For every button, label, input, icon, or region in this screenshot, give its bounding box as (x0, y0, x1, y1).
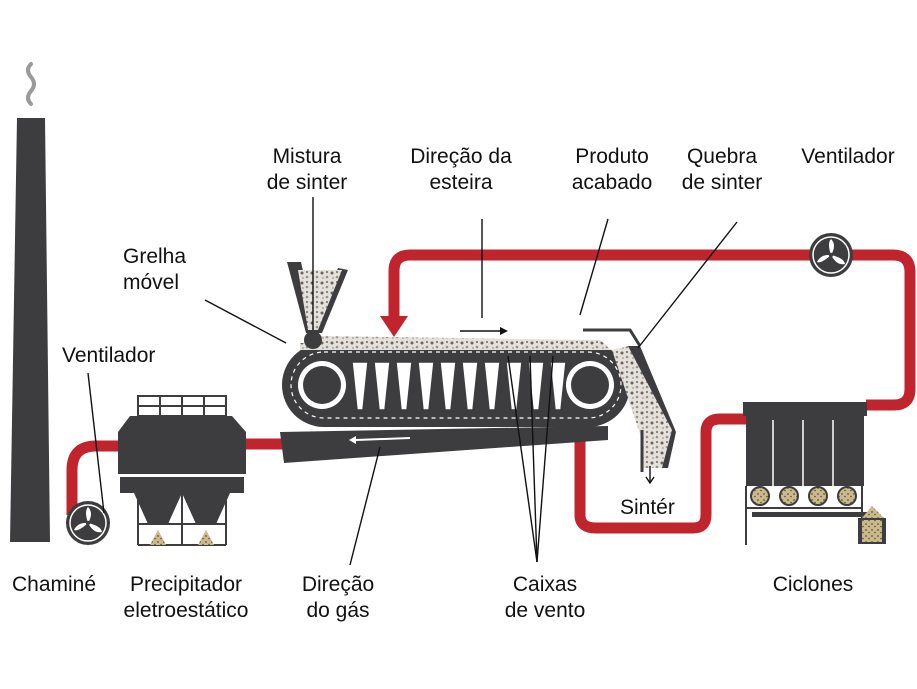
label-sinter: Sintér (620, 496, 675, 519)
label-precipitator: eletroestático (124, 599, 249, 622)
label-moving-grate: Grelha (123, 245, 186, 268)
label-sinter-mix: Mistura (273, 145, 342, 168)
label-finished-product: Produto (575, 145, 649, 168)
electrostatic-precipitator (118, 395, 246, 546)
label-finished-product: acabado (572, 171, 653, 194)
label-belt-direction: esteira (429, 171, 492, 194)
label-moving-grate: móvel (123, 271, 179, 294)
label-windboxes: de vento (505, 599, 586, 622)
label-chimney: Chaminé (12, 573, 96, 596)
label-gas-direction: do gás (306, 599, 369, 622)
pointer-lines (87, 197, 738, 566)
label-fan-left: Ventilador (62, 344, 155, 367)
label-cyclones: Ciclones (773, 573, 854, 596)
chimney (10, 62, 50, 542)
label-sinter-breaker: Quebra (687, 145, 757, 168)
duct-grate-to-cyclones (574, 413, 746, 534)
label-belt-direction: Direção da (410, 145, 512, 168)
duct-return-loop (388, 249, 916, 411)
cyclones (743, 402, 886, 545)
label-gas-direction: Direção (302, 573, 374, 596)
label-sinter-breaker: de sinter (682, 171, 763, 194)
fan-icon (809, 233, 853, 277)
smoke-icon (26, 62, 36, 106)
label-sinter-mix: de sinter (267, 171, 348, 194)
label-fan-right: Ventilador (801, 145, 894, 168)
label-windboxes: Caixas (513, 573, 577, 596)
sinter-machine (280, 262, 676, 485)
return-air-arrow (380, 316, 408, 337)
labels: Ventilador Grelha móvel Mistura de sinte… (12, 145, 895, 622)
fan-icon (66, 501, 110, 545)
label-precipitator: Precipitador (130, 573, 242, 596)
